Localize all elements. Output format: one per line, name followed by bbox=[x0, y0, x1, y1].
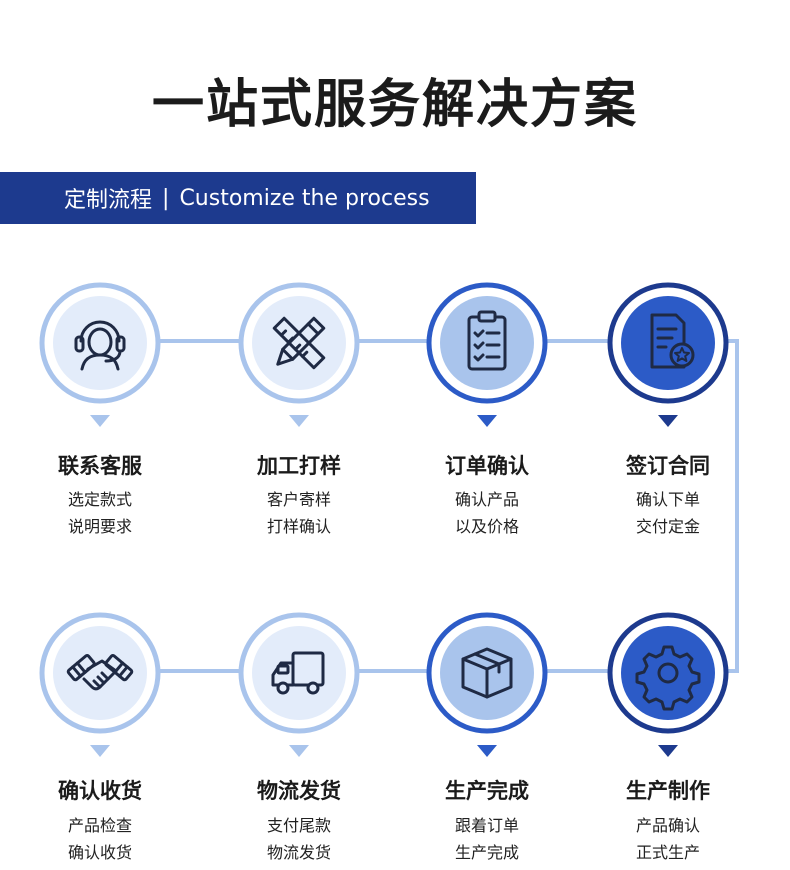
step-desc-line1: 跟着订单 bbox=[454, 816, 519, 835]
step-desc-line2: 交付定金 bbox=[635, 517, 700, 536]
step-title: 加工打样 bbox=[257, 454, 341, 478]
step-desc-line1: 客户寄样 bbox=[266, 490, 331, 509]
step-circle bbox=[607, 282, 729, 404]
step-desc-line1: 产品检查 bbox=[67, 816, 132, 835]
step-desc-line1: 产品确认 bbox=[635, 816, 700, 835]
step-title: 订单确认 bbox=[445, 454, 529, 478]
step-desc-line1: 确认下单 bbox=[635, 490, 700, 509]
step-circle bbox=[426, 282, 548, 404]
step-title: 生产制作 bbox=[626, 779, 710, 803]
chevron-down-icon bbox=[658, 745, 678, 757]
delivery-truck-icon bbox=[271, 651, 325, 695]
step-title: 联系客服 bbox=[58, 454, 142, 478]
step-circle bbox=[607, 612, 729, 734]
step-desc-line2: 打样确认 bbox=[266, 517, 331, 536]
step-title: 确认收货 bbox=[58, 779, 142, 803]
chevron-down-icon bbox=[658, 415, 678, 427]
step-desc-line2: 正式生产 bbox=[635, 843, 700, 862]
step-circle bbox=[238, 612, 360, 734]
clipboard-checklist-icon bbox=[467, 310, 507, 371]
step-circle bbox=[238, 282, 360, 404]
step-desc-line2: 以及价格 bbox=[454, 517, 519, 536]
chevron-down-icon bbox=[289, 745, 309, 757]
chevron-down-icon bbox=[289, 415, 309, 427]
handshake-icon bbox=[66, 654, 134, 691]
pencil-ruler-icon bbox=[272, 316, 326, 370]
step-desc-line2: 物流发货 bbox=[266, 843, 331, 862]
banner-separator: | bbox=[162, 185, 170, 211]
package-box-icon bbox=[461, 647, 513, 699]
chevron-down-icon bbox=[90, 415, 110, 427]
step-title: 签订合同 bbox=[626, 454, 710, 478]
banner-title-en: Customize the process bbox=[179, 185, 430, 211]
step-circle bbox=[426, 612, 548, 734]
step-title: 生产完成 bbox=[445, 779, 529, 803]
chevron-down-icon bbox=[90, 745, 110, 757]
step-desc-line1: 支付尾款 bbox=[266, 816, 331, 835]
customer-service-icon bbox=[74, 320, 126, 371]
step-desc-line2: 生产完成 bbox=[454, 843, 519, 862]
step-circle bbox=[39, 282, 161, 404]
chevron-down-icon bbox=[477, 415, 497, 427]
process-banner: 定制流程 | Customize the process bbox=[0, 172, 476, 224]
step-circle bbox=[39, 612, 161, 734]
banner-title-cn: 定制流程 bbox=[64, 188, 153, 213]
step-desc-line2: 说明要求 bbox=[67, 517, 132, 536]
page-title: 一站式服务解决方案 bbox=[151, 75, 638, 135]
right-return-connector bbox=[720, 339, 739, 673]
chevron-down-icon bbox=[477, 745, 497, 757]
step-desc-line2: 确认收货 bbox=[67, 843, 132, 862]
step-desc-line1: 确认产品 bbox=[454, 490, 519, 509]
gear-icon bbox=[635, 645, 701, 711]
contract-star-icon bbox=[650, 313, 695, 369]
step-title: 物流发货 bbox=[257, 779, 341, 803]
step-desc-line1: 选定款式 bbox=[67, 490, 132, 509]
